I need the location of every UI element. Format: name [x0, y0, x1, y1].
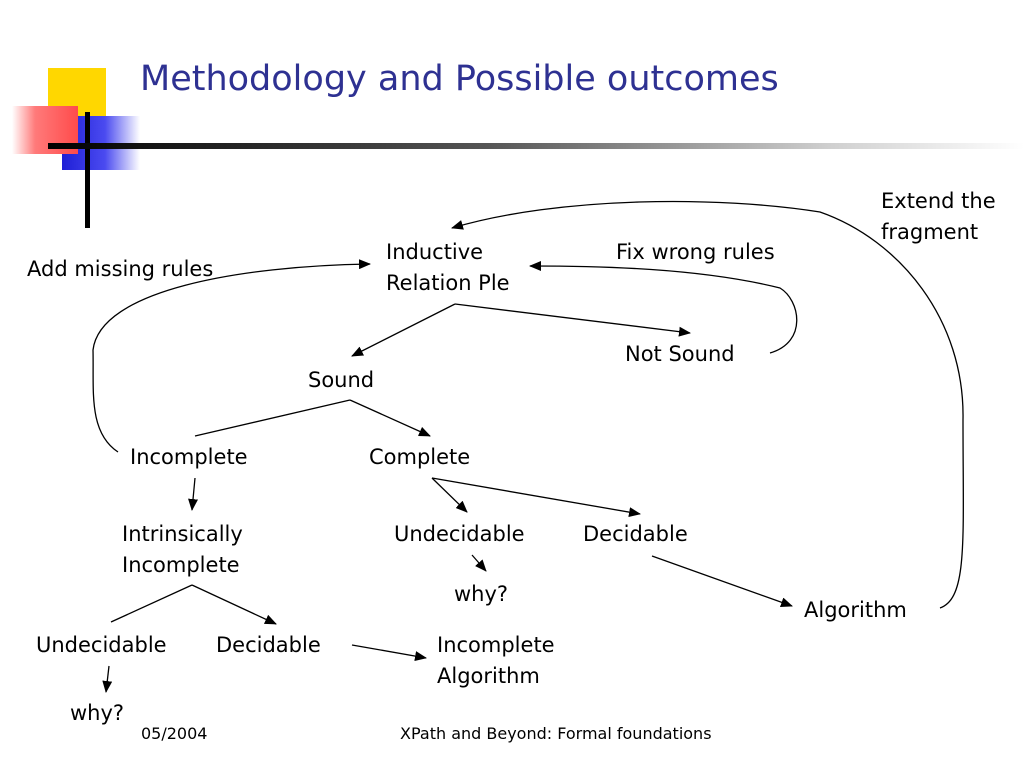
node-sound: Sound: [308, 368, 375, 392]
edge-decidable-algorithm: [651, 555, 793, 608]
node-undecidable-left: Undecidable: [36, 633, 167, 657]
edge-incomplete-intrinsic: [188, 477, 199, 511]
label-extend-fragment: Extend the fragment: [881, 186, 996, 248]
node-not-sound: Not Sound: [625, 342, 735, 366]
logo-vertical-line: [85, 112, 90, 228]
label-extend-line1: Extend the: [881, 189, 996, 213]
node-inductive-line2: Relation Ple: [386, 271, 510, 295]
node-undecidable-right: Undecidable: [394, 522, 525, 546]
label-fix-wrong-rules: Fix wrong rules: [616, 240, 775, 264]
edge-sound-incomplete: [194, 399, 351, 437]
edge-fix-wrong-rules: [529, 261, 798, 354]
edge-complete-decidable: [431, 477, 641, 518]
node-incomplete-algorithm-line1: Incomplete: [437, 633, 555, 657]
label-add-missing-rules: Add missing rules: [27, 257, 214, 281]
edge-intrinsic-decidable: [191, 584, 277, 625]
node-intrinsically-incomplete: Intrinsically Incomplete: [122, 519, 243, 581]
node-decidable-left: Decidable: [216, 633, 321, 657]
edge-undecidable-why: [471, 554, 487, 572]
node-inductive-relation: Inductive Relation Ple: [386, 237, 510, 299]
node-algorithm: Algorithm: [804, 598, 907, 622]
footer-date: 05/2004: [141, 724, 208, 743]
node-inductive-line1: Inductive: [386, 240, 484, 264]
node-incomplete-algorithm: Incomplete Algorithm: [437, 630, 555, 692]
node-intrinsic-line1: Intrinsically: [122, 522, 243, 546]
edge-add-missing-rules: [92, 259, 371, 453]
node-incomplete-algorithm-line2: Algorithm: [437, 664, 540, 688]
edge-complete-undecidable: [431, 477, 468, 513]
label-extend-line2: fragment: [881, 220, 979, 244]
node-incomplete: Incomplete: [130, 445, 248, 469]
edge-extend-fragment: [451, 200, 964, 609]
edge-sound-complete: [349, 399, 431, 437]
title-underline: [48, 143, 1024, 149]
edge-inductive-sound: [351, 303, 456, 357]
edge-intrinsic-undecidable: [110, 584, 193, 623]
node-complete: Complete: [369, 445, 471, 469]
edge-undecidable-why-left: [102, 665, 113, 693]
node-why-right: why?: [454, 582, 509, 606]
edge-inductive-not-sound: [454, 303, 691, 337]
node-decidable-right: Decidable: [583, 522, 688, 546]
node-why-left: why?: [70, 701, 125, 725]
node-intrinsic-line2: Incomplete: [122, 553, 240, 577]
page-title: Methodology and Possible outcomes: [140, 59, 779, 99]
edge-decidable-incomplete-algorithm: [351, 644, 427, 662]
footer-caption: XPath and Beyond: Formal foundations: [400, 724, 712, 743]
